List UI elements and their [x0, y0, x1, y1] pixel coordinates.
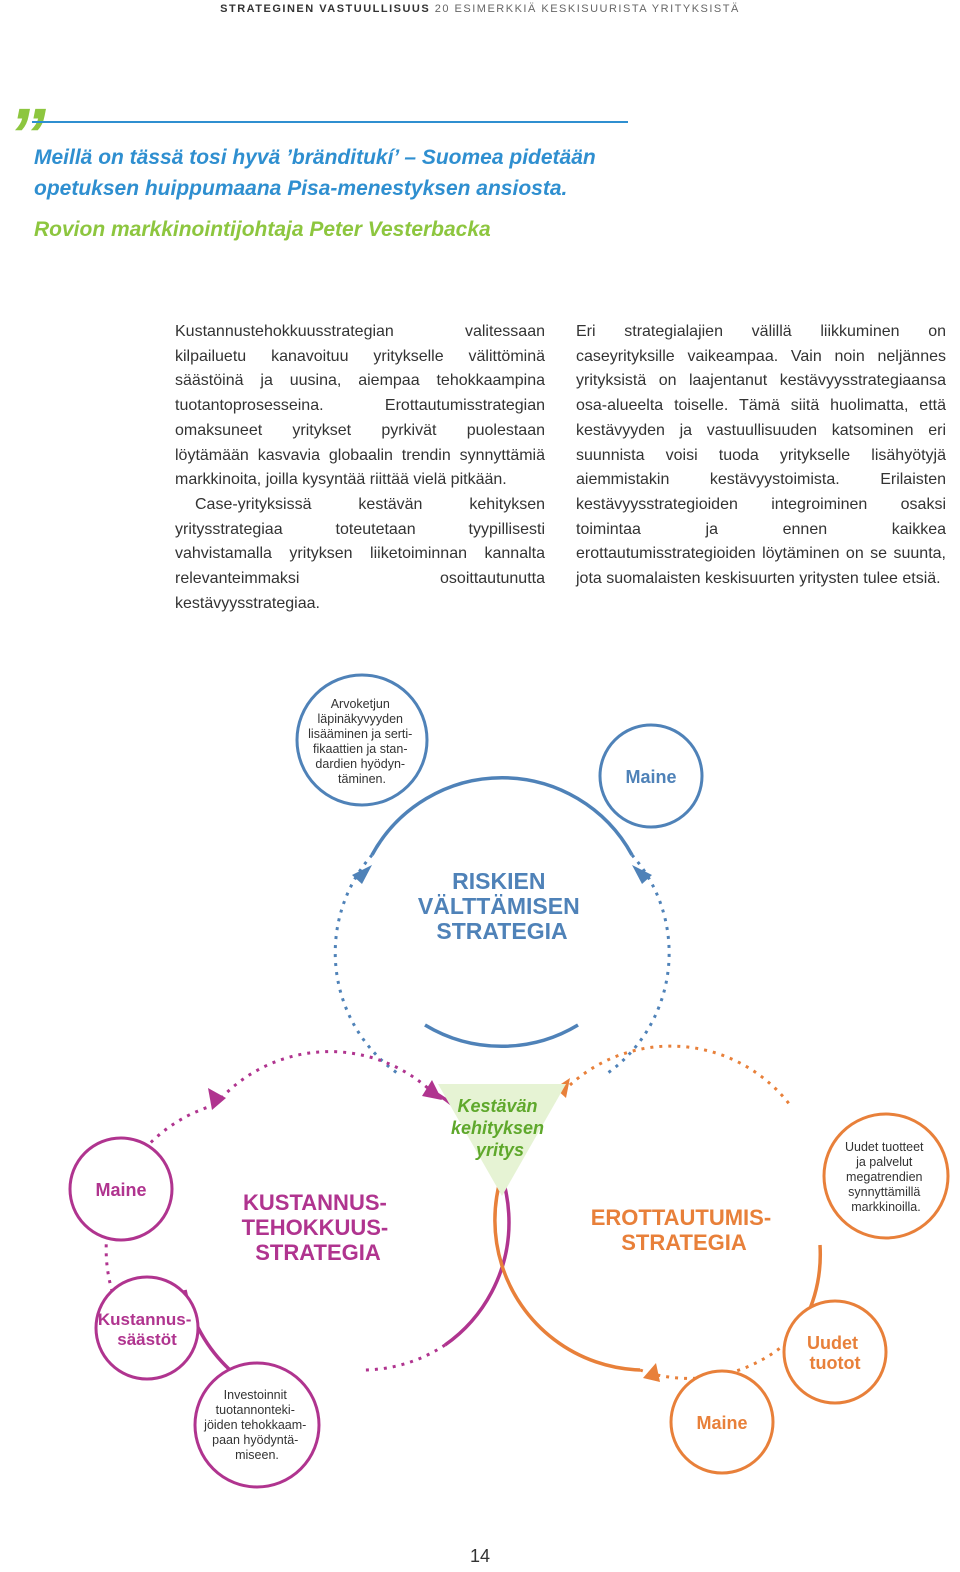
center-triangle	[438, 1084, 566, 1196]
paragraph: Eri strategialajien välillä liikkuminen …	[576, 323, 946, 588]
new-revenue-bubble	[782, 1299, 888, 1405]
arrow-icon	[208, 1088, 226, 1110]
svg-text:Kustannus- säästöt: Kustannus- säästöt	[98, 1310, 196, 1349]
risk-title-line: RISKIEN	[452, 868, 545, 894]
risk-strategy-ring	[333, 775, 671, 1077]
bubble-text-line: synnyttämillä	[848, 1185, 920, 1199]
cost-reputation-label: Maine	[95, 1180, 146, 1200]
cost-title-line: KUSTANNUS-	[243, 1190, 387, 1215]
bubble-text-line: ja palvelut	[855, 1155, 913, 1169]
paragraph: Kustannustehokkuusstrategian valitessaan…	[175, 323, 545, 489]
center-label-line: Kestävän	[457, 1096, 537, 1116]
svg-text:KUSTANNUS- TEHOKKUUS-: KUSTANNUS- TEHOKKUUS- STRATEGIA	[242, 1190, 395, 1265]
cost-title-line: TEHOKKUUS-	[242, 1215, 389, 1240]
bubble-text-line: markkinoilla.	[851, 1200, 920, 1214]
new-revenue-line: Uudet	[807, 1333, 858, 1353]
diff-title-line: EROTTAUTUMIS-	[591, 1205, 771, 1230]
center-label-line: yritys	[475, 1140, 524, 1160]
page-number: 14	[469, 1546, 491, 1566]
quote-author: Rovion markkinointijohtaja Peter Vesterb…	[34, 218, 491, 241]
bubble-text-line: Uudet tuotteet	[845, 1140, 924, 1154]
bubble-text-line: Arvoketjun	[331, 697, 390, 711]
bubble-text-line: läpinäkyvyyden	[318, 712, 404, 726]
svg-text:Kestävän kehityksen yr: Kestävän kehityksen yritys	[451, 1096, 549, 1160]
diff-title-line: STRATEGIA	[621, 1230, 747, 1255]
body-column-left: Kustannustehokkuusstrategian valitessaan…	[175, 320, 545, 616]
bubble-text-line: megatrendien	[846, 1170, 922, 1184]
cost-investment-bubble	[193, 1361, 321, 1489]
bubble-text-line: täminen.	[338, 772, 386, 786]
header-subtitle: 20 ESIMERKKIÄ KESKISUURISTA YRITYKSISTÄ	[434, 3, 740, 15]
cost-savings-line: Kustannus-	[98, 1310, 192, 1329]
cost-reputation-bubble	[68, 1136, 174, 1242]
bubble-text-line: paan hyödyntä-	[212, 1433, 298, 1447]
risk-reputation-label: Maine	[625, 767, 676, 787]
svg-text:Uudet tuotot: Uudet tuotot	[807, 1333, 863, 1373]
center-label-line: kehityksen	[451, 1118, 544, 1138]
svg-text:EROTTAUTUMIS- STRATEGIA: EROTTAUTUMIS- STRATEGIA	[591, 1205, 778, 1255]
arrow-icon	[422, 1080, 442, 1100]
new-revenue-line: tuotot	[810, 1353, 861, 1373]
cost-savings-bubble	[94, 1275, 200, 1381]
quote-mark-icon: ”	[8, 93, 46, 178]
bubble-text-line: miseen.	[235, 1448, 279, 1462]
quote-divider	[32, 121, 628, 123]
bubble-text-line: fikaattien ja stan-	[313, 742, 408, 756]
paragraph: Case-yrityksissä kestävän kehityksen yri…	[175, 495, 545, 612]
cost-title-line: STRATEGIA	[255, 1240, 381, 1265]
bubble-text-line: lisääminen ja serti-	[308, 727, 412, 741]
svg-text:Investoinnit tuotannonteki: Investoinnit tuotannonteki- jöiden tehok…	[203, 1388, 310, 1462]
body-column-right: Eri strategialajien välillä liikkuminen …	[576, 320, 946, 592]
risk-reputation-bubble	[598, 723, 704, 829]
arrow-icon	[632, 865, 652, 884]
header-title: STRATEGINEN VASTUULLISUUS	[220, 3, 431, 15]
svg-text:Arvoketjun läpinäkyvyyden: Arvoketjun läpinäkyvyyden lisääminen ja …	[308, 697, 416, 786]
value-chain-bubble	[295, 673, 429, 807]
svg-text:RISKIEN VÄLTTÄMISEN ST: RISKIEN VÄLTTÄMISEN STRATEGIA	[418, 868, 586, 944]
bubble-text-line: dardien hyödyn-	[315, 757, 405, 771]
arrow-icon	[352, 865, 372, 884]
bubble-text-line: jöiden tehokkaam-	[203, 1418, 306, 1432]
risk-title-line: VÄLTTÄMISEN	[418, 893, 580, 919]
svg-text:Uudet tuotteet ja palvelut: Uudet tuotteet ja palvelut megatrendien …	[845, 1140, 927, 1214]
arrow-icon	[643, 1363, 660, 1382]
bubble-text-line: Investoinnit	[224, 1388, 288, 1402]
new-products-bubble	[822, 1112, 950, 1240]
diff-reputation-bubble	[669, 1369, 775, 1475]
bubble-text-line: tuotannonteki-	[216, 1403, 295, 1417]
risk-title-line: STRATEGIA	[436, 918, 567, 944]
running-header: STRATEGINEN VASTUULLISUUS 20 ESIMERKKIÄ …	[0, 3, 960, 15]
cost-savings-line: säästöt	[117, 1330, 177, 1349]
diff-reputation-label: Maine	[696, 1413, 747, 1433]
pull-quote: Meillä on tässä tosi hyvä ’bränditukí’ –…	[34, 146, 596, 200]
